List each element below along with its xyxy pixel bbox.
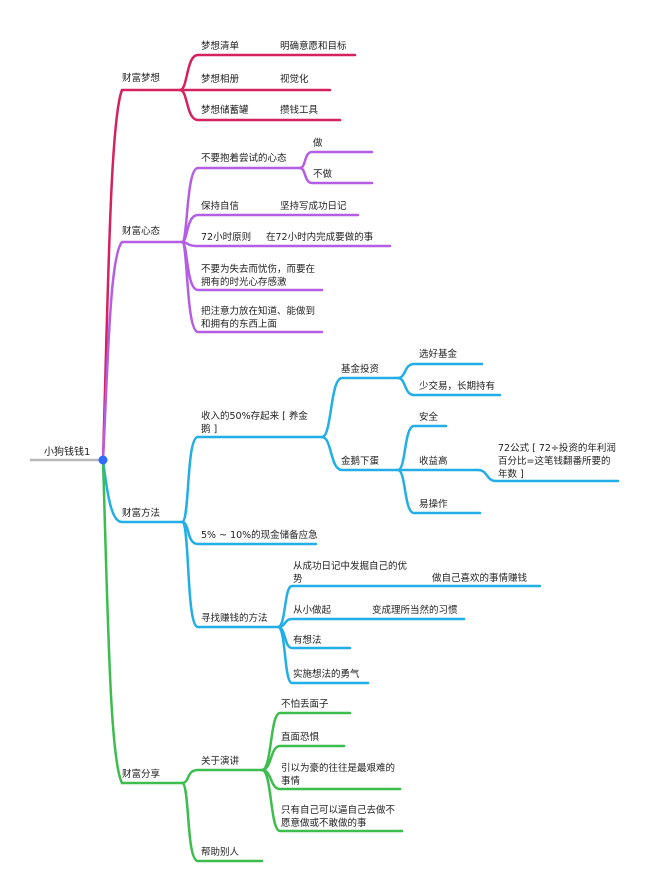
method-egg-safe[interactable]: 安全 xyxy=(419,412,439,423)
root-node-dot[interactable] xyxy=(98,455,108,465)
method-golden-egg[interactable]: 金鹅下蛋 xyxy=(341,456,380,467)
method-formula-72[interactable]: 72公式 [ 72÷投资的年利润百分比=这笔钱翻番所要的年数 ] xyxy=(498,443,616,480)
mind-item-3-note[interactable]: 在72小时内完成要做的事 xyxy=(266,232,374,243)
mind-item-4[interactable]: 不要为失去而忧伤，而要在拥有的时光心存感激 xyxy=(201,264,316,288)
method-fund-choose[interactable]: 选好基金 xyxy=(419,349,458,360)
dream-item-1-note[interactable]: 明确意愿和目标 xyxy=(280,41,347,52)
mind-item-3[interactable]: 72小时原则 xyxy=(201,232,252,243)
dream-item-2-note[interactable]: 视觉化 xyxy=(280,74,309,85)
mind-item-2[interactable]: 保持自信 xyxy=(201,201,240,212)
dream-item-3[interactable]: 梦想储蓄罐 xyxy=(201,105,249,116)
method-start-small-note[interactable]: 变成理所当然的习惯 xyxy=(372,605,458,616)
method-find-strength-note[interactable]: 做自己喜欢的事情赚钱 xyxy=(432,573,528,584)
share-speech[interactable]: 关于演讲 xyxy=(201,756,240,767)
topic-share[interactable]: 财富分享 xyxy=(122,769,161,780)
method-save-half[interactable]: 收入的50%存起来 [ 养金鹅 ] xyxy=(201,411,308,435)
method-courage[interactable]: 实施想法的勇气 xyxy=(293,669,360,680)
method-egg-high-return[interactable]: 收益高 xyxy=(419,456,448,467)
mind-item-2-note[interactable]: 坚持写成功日记 xyxy=(280,201,347,212)
share-speech-proud[interactable]: 引以为豪的往往是最艰难的事情 xyxy=(281,763,396,787)
mind-item-1-child-1[interactable]: 做 xyxy=(313,138,323,149)
method-fund-hold[interactable]: 少交易，长期持有 xyxy=(419,381,496,392)
topic-method[interactable]: 财富方法 xyxy=(122,508,161,519)
dream-item-2[interactable]: 梦想相册 xyxy=(201,74,240,85)
branch-method-lines xyxy=(101,362,620,685)
branch-mind-lines xyxy=(101,150,392,462)
branch-share-lines xyxy=(101,458,404,863)
share-speech-face[interactable]: 不怕丢面子 xyxy=(281,699,329,710)
share-speech-push[interactable]: 只有自己可以逼自己去做不愿意做或不敢做的事 xyxy=(281,805,396,829)
method-egg-easy[interactable]: 易操作 xyxy=(419,499,448,510)
share-help-others[interactable]: 帮助别人 xyxy=(201,847,240,858)
root-topic[interactable]: 小狗钱钱1 xyxy=(44,447,91,458)
method-find-ways[interactable]: 寻找赚钱的方法 xyxy=(201,613,268,624)
method-have-ideas[interactable]: 有想法 xyxy=(293,635,322,646)
topic-mind[interactable]: 财富心态 xyxy=(122,226,161,237)
dream-item-1[interactable]: 梦想清单 xyxy=(201,41,240,52)
share-speech-fear[interactable]: 直面恐惧 xyxy=(281,732,320,743)
mind-item-1-child-2[interactable]: 不做 xyxy=(313,169,333,180)
dream-item-3-note[interactable]: 攒钱工具 xyxy=(280,105,319,116)
mind-item-1[interactable]: 不要抱着尝试的心态 xyxy=(201,153,287,164)
mind-item-5[interactable]: 把注意力放在知道、能做到和拥有的东西上面 xyxy=(201,306,316,330)
method-fund-invest[interactable]: 基金投资 xyxy=(341,364,380,375)
method-start-small[interactable]: 从小做起 xyxy=(293,605,332,616)
method-cash-reserve[interactable]: 5% ~ 10%的现金储备应急 xyxy=(201,530,318,541)
topic-dream[interactable]: 财富梦想 xyxy=(122,73,161,84)
method-find-strength[interactable]: 从成功日记中发掘自己的优势 xyxy=(293,561,408,585)
